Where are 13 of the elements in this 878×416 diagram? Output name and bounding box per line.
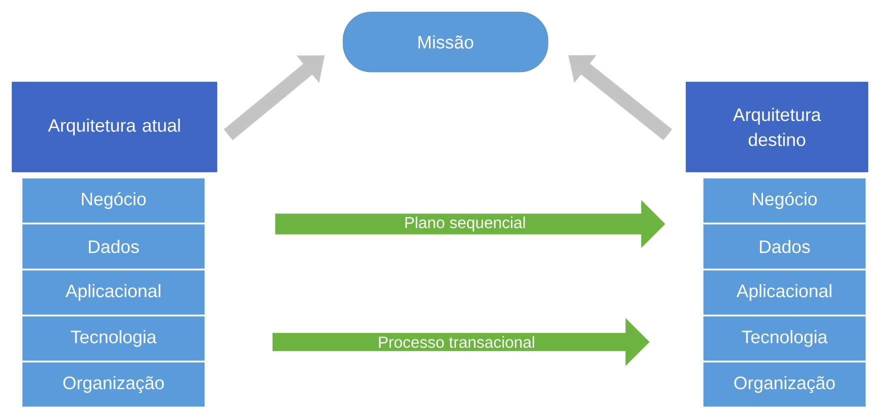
architecture-box: Arquitetura destino: [686, 82, 868, 172]
layer-box: Tecnologia: [22, 316, 206, 362]
layer-box: Negócio: [22, 178, 206, 224]
layer-box: Dados: [22, 224, 206, 270]
layer-box: Organização: [22, 362, 206, 408]
layer-box: Negócio: [702, 178, 866, 224]
layer-box: Aplicacional: [702, 270, 866, 316]
layer-box: Organização: [702, 362, 866, 408]
layer-box: Aplicacional: [22, 270, 206, 316]
layer-box: Tecnologia: [702, 316, 866, 362]
mission-box: Missão: [342, 12, 548, 72]
layer-box: Dados: [702, 224, 866, 270]
architecture-box: Arquitetura atual: [12, 82, 218, 172]
